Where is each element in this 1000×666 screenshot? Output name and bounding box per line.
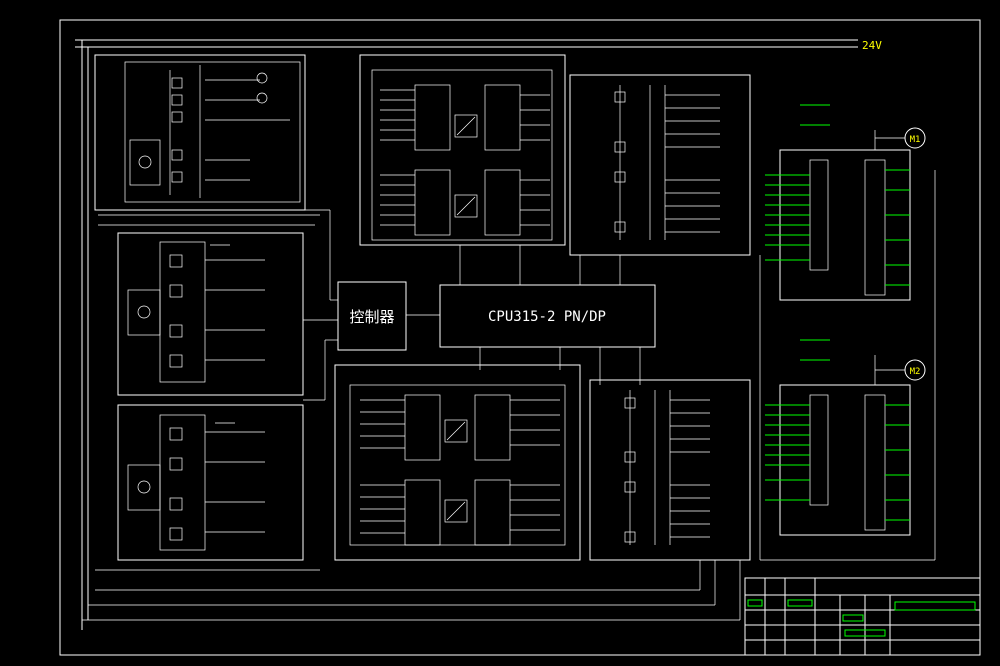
- io-module-right-top: [569, 74, 751, 256]
- io-module-right-bottom: [589, 379, 751, 561]
- motor-m2-label: M2: [910, 367, 921, 377]
- signal-wires: [82, 170, 936, 621]
- motor-m1-symbol: [904, 127, 926, 149]
- cpu-box: [439, 284, 656, 348]
- left-block-1: [94, 54, 306, 211]
- drive-bottom: [765, 339, 911, 536]
- left-block-2: [117, 232, 304, 396]
- power-label: 24V: [862, 39, 882, 52]
- drive-top: [765, 104, 911, 301]
- motor-m1-label: M1: [910, 135, 921, 145]
- drawing-frame: [59, 19, 981, 656]
- cpu-label: CPU315-2 PN/DP: [488, 309, 606, 325]
- controller-box: [337, 281, 407, 351]
- io-module-bottom: [334, 364, 581, 561]
- left-block-3: [117, 404, 304, 561]
- io-module-top: [359, 54, 566, 246]
- title-block: [744, 577, 981, 656]
- motor-m2-symbol: [904, 359, 926, 381]
- power-bus: [75, 39, 858, 630]
- controller-label: 控制器: [349, 308, 394, 326]
